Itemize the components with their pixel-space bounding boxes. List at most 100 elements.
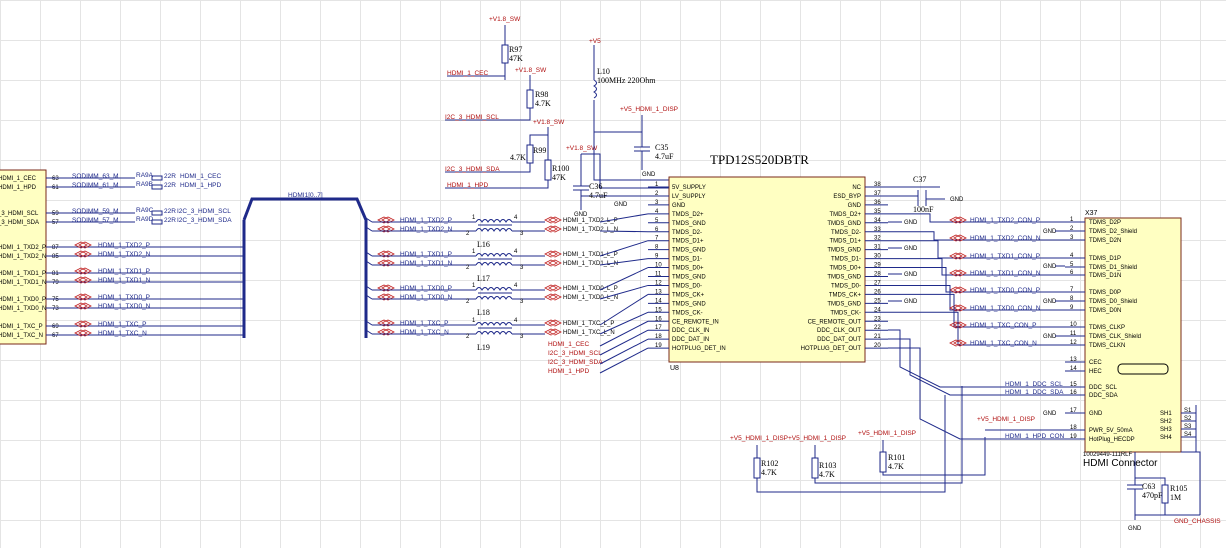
mid-net-3: HDMI_1_HPD [548,368,589,375]
left-net-6: HDMI_1_TXD1_P [0,271,46,277]
left-net-10: HDMI_1_TXC_P [0,324,43,330]
choke-pin: 1 [472,318,476,324]
bottom-net-wire-1 [888,338,1065,396]
choke-pin: 2 [466,299,470,305]
chip-right-num-0: 38 [874,182,881,188]
r102-ref: R102 [761,459,778,468]
left-pin-num-3: 57 [52,220,59,226]
left-pin-num-6: 81 [52,271,59,277]
right-net-wire-2 [888,240,1065,259]
right-net-7: HDMI_1_TXC_CON_N [970,340,1037,347]
right-net-wire-1 [888,231,1065,241]
chip-left-num-7: 8 [655,245,659,251]
flag-ln-2 [544,293,562,301]
choke-pin: 3 [520,334,524,340]
chip-left-net-15 [599,320,649,347]
chip-left-net-17 [599,338,649,365]
tap [365,285,373,291]
chip-left-pin-2: GND [672,203,686,209]
gnd-conn-1: GND [1043,264,1057,270]
after-choke-n-0: HDMI_1_TXD2_L_N [563,227,618,233]
chip-left-num-8: 9 [655,254,659,260]
left-net-7: HDMI_1_TXD1_N [0,280,46,286]
chip-left-num-0: 1 [655,182,659,188]
flag-lp-3 [544,319,562,327]
right-flag-3 [949,269,967,277]
conn-pin-5: TDMS_D1N [1089,273,1121,279]
chip-left-pin-17: DDC_DAT_IN [672,337,709,343]
connector-part: 10029449-111RLF [1083,452,1132,458]
conn-num-6: 7 [1070,287,1074,293]
left-net-2: _3_HDMI_SCL [0,211,39,217]
after-choke-p-1: HDMI_1_TXD1_L_P [563,252,618,258]
chip-right-num-13: 25 [874,298,881,304]
chip-right-num-18: 20 [874,343,881,349]
pair-label-n-2: HDMI_1_TXD0_N [400,294,453,301]
pair-label-n-1: HDMI_1_TXD1_N [400,260,453,267]
r100-val: 47K [552,173,566,182]
chip-left-pin-14: TMDS_CK- [672,310,703,316]
gnd-c35: GND [642,172,656,178]
choke-coil-n-3 [475,331,513,335]
chip-right-pin-2: GND [848,203,862,209]
conn-num-9: 10 [1070,322,1077,328]
left-net-9: HDMI_1_TXD0_N [0,306,46,312]
chip-left-num-12: 13 [655,289,662,295]
chip-left-net-11 [599,284,649,300]
conn-num-10: 11 [1070,331,1077,337]
choke-pin: 1 [472,215,476,221]
after-choke-p-3: HDMI_1_TXC_L_P [563,321,614,327]
ra-ref-2: RA9C [136,207,154,214]
r101-ref: R101 [888,453,905,462]
right-net-5: HDMI_1_TXD0_CON_N [970,305,1041,312]
right-flag-4 [949,286,967,294]
bus-label: HDMI1[0..7] [288,192,323,199]
r98-resistor [526,89,534,109]
left-net-0: HDMI_1_CEC [0,176,37,182]
ra-resistor-2 [151,210,163,216]
chip-title: TPD12S520DBTR [710,152,809,167]
right-flag-1 [949,234,967,242]
ra-val-0: 22R [164,173,176,180]
chip-right-pin-16: DDC_CLK_OUT [817,328,861,334]
conn-num-14: 15 [1070,382,1077,388]
choke-pin: 3 [520,299,524,305]
v18-label-1: +V1.8_SW [489,16,521,23]
conn-pin-15: DDC_SDA [1089,393,1118,399]
left-pin-num-8: 75 [52,297,59,303]
pair-label-p-2: HDMI_1_TXD0_P [400,285,452,292]
ra-resistor-3 [151,219,163,225]
tap [365,320,373,326]
shield-num-1: S2 [1184,416,1192,422]
chip-left-pin-16: DDC_CLK_IN [672,328,709,334]
gnd-conn-2: GND [1043,299,1057,305]
right-net-3: HDMI_1_TXD1_CON_N [970,270,1041,277]
chip-left-num-18: 19 [655,343,662,349]
chip-left-num-4: 5 [655,218,659,224]
conn-pin-3: TDMS_D1P [1089,256,1121,262]
left-pin-num-4: 87 [52,245,59,251]
chip-right-pin-17: DDC_DAT_OUT [817,337,861,343]
chip-right-num-11: 27 [874,280,881,286]
choke-coil-p-2 [475,287,513,291]
v5disp-label-4: +V5_HDMI_1_DISP [977,416,1035,423]
right-net-wire-5 [888,284,1065,311]
conn-pin-13: HEC [1089,369,1102,375]
chip-right-pin-8: TMDS_D1- [831,257,861,263]
gnd-right-3: GND [904,299,918,305]
chip-right-num-15: 23 [874,316,881,322]
conn-num-0: 1 [1070,217,1074,223]
shield-num-0: S1 [1184,408,1192,414]
left-diff-label-9: HDMI_1_TXD0_N [98,303,151,310]
r102-val: 4.7K [761,468,777,477]
after-choke-p-2: HDMI_1_TXD0_L_P [563,286,618,292]
left-net-4: HDMI_1_TXD2_P [0,245,46,251]
choke-coil-p-1 [475,253,513,257]
sodimm-label-1: SODIMM_61_M [72,182,119,189]
chip-right-pin-6: TMDS_D1+ [829,239,861,245]
chip-right-pin-14: TMDS_CK- [830,310,861,316]
conn-num-15: 16 [1070,390,1077,396]
left-diff-label-7: HDMI_1_TXD1_N [98,277,151,284]
mid-net-0: HDMI_1_CEC [548,341,589,348]
